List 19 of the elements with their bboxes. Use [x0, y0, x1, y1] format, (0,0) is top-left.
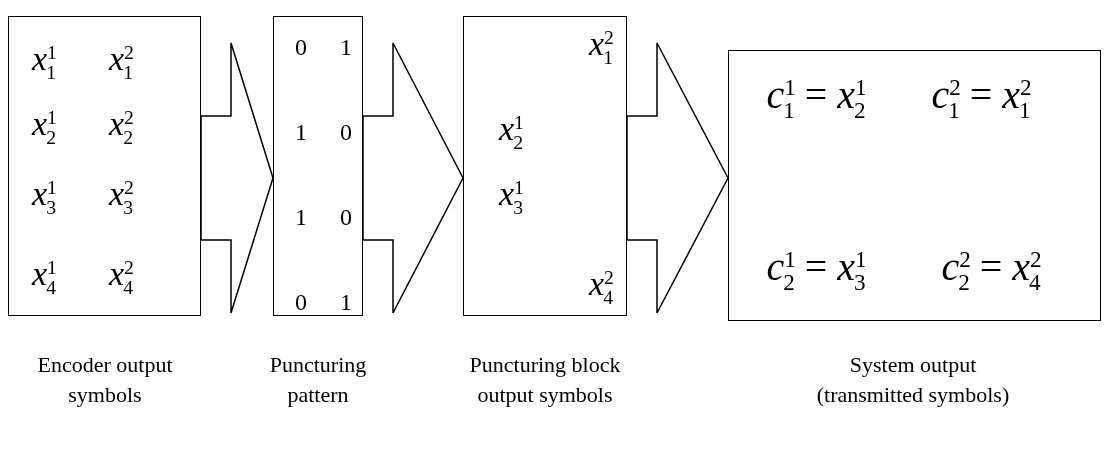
- block-arrow: [626, 42, 729, 314]
- pattern-digit: 1: [340, 290, 352, 314]
- pattern-digit: 0: [295, 35, 307, 59]
- pattern-digit: 1: [340, 35, 352, 59]
- matrix-box: [8, 16, 201, 316]
- node-label: Puncturing block output symbols: [468, 351, 622, 409]
- block-arrow: [200, 42, 274, 314]
- pattern-digit: 1: [295, 120, 307, 144]
- block-arrow: [362, 42, 464, 314]
- node-label: System output (transmitted symbols): [815, 351, 1011, 409]
- pattern-digit: 0: [340, 120, 352, 144]
- node-label: Encoder output symbols: [36, 351, 174, 409]
- pattern-digit: 0: [295, 290, 307, 314]
- node-label: Puncturing pattern: [268, 351, 368, 409]
- matrix-box: [273, 16, 363, 316]
- matrix-box: [463, 16, 627, 316]
- pattern-digit: 0: [340, 205, 352, 229]
- pattern-digit: 1: [295, 205, 307, 229]
- matrix-box: [728, 50, 1101, 321]
